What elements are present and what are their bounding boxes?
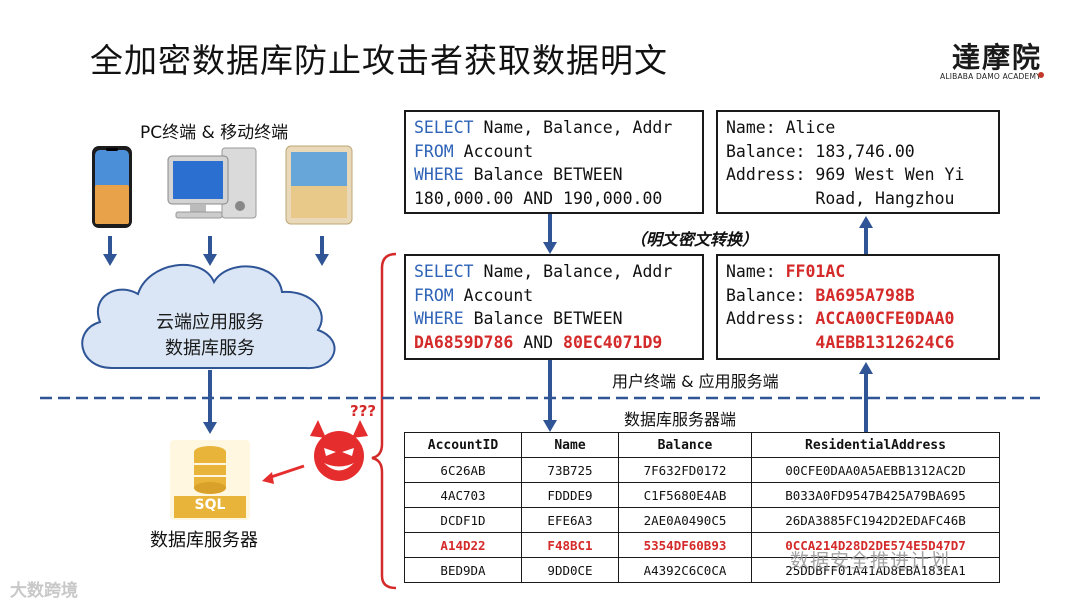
table-cell: 4AC703	[404, 482, 522, 508]
table-cell: 6C26AB	[404, 457, 522, 483]
result-line: Address: 969 West Wen Yi	[726, 165, 965, 184]
cipher-value: ACCA00CFE0DAA0	[815, 309, 955, 328]
table-cell: 73B725	[521, 457, 619, 483]
table-cell: 2AE0A0490C5	[618, 507, 752, 533]
cipher-value: FF01AC	[785, 262, 846, 281]
plaintext-query-box: SELECT Name, Balance, Addr FROM Account …	[404, 110, 704, 214]
column-header: Balance	[618, 432, 752, 458]
table-cell: 26DA3885FC1942D2EDAFC46B	[751, 507, 1000, 533]
table-row: 4AC703 FDDDE9 C1F5680E4AB B033A0FD9547B4…	[404, 482, 1000, 508]
smartphone-icon	[92, 146, 132, 228]
attacker-question-marks: ???	[350, 402, 377, 420]
result-key: Name:	[726, 262, 786, 281]
ciphertext-result-box: Name: FF01AC Balance: BA695A798B Address…	[716, 254, 1000, 360]
sql-text: 180,000.00 AND 190,000.00	[414, 188, 663, 208]
table-row: DCDF1D EFE6A3 2AE0A0490C5 26DA3885FC1942…	[404, 507, 1000, 533]
sql-text: Account	[453, 141, 534, 161]
result-key: Address:	[726, 309, 816, 328]
attack-scope-bracket	[371, 252, 397, 590]
table-cell: 5354DF60B93	[618, 532, 752, 558]
result-line: Balance: 183,746.00	[726, 141, 915, 161]
sql-keyword: FROM	[414, 141, 454, 161]
cipher-value: BA695A798B	[815, 285, 915, 305]
table-cell: 9DD0CE	[521, 557, 619, 583]
table-cell: 00CFE0DAA0A5AEBB1312AC2D	[751, 457, 1000, 483]
damo-logo-subtitle: ALIBABA DAMO ACADEMY	[940, 72, 1041, 81]
table-cell: 7F632FD0172	[618, 457, 752, 483]
column-header: ResidentialAddress	[751, 432, 1000, 458]
sql-keyword: FROM	[414, 285, 454, 305]
table-cell: 25DDBFF01A41AD8EBA183EA1	[751, 557, 1000, 583]
client-app-layer-label: 用户终端 & 应用服务端	[612, 372, 779, 391]
table-cell: EFE6A3	[521, 507, 619, 533]
watermark-right: 数据安全推进计划	[790, 550, 951, 572]
sql-label: SQL	[194, 497, 226, 513]
logo-seal-icon	[1038, 72, 1044, 78]
database-server-icon	[170, 440, 250, 520]
cipher-value: 80EC4071D9	[563, 332, 663, 352]
column-header: Name	[521, 432, 619, 458]
db-server-layer-label: 数据库服务器端	[624, 410, 737, 429]
encrypted-data-table: AccountID Name Balance ResidentialAddres…	[404, 432, 1000, 583]
sql-keyword: SELECT	[414, 118, 474, 137]
cloud-label-db-service: 数据库服务	[165, 338, 255, 359]
result-line: Name: Alice	[726, 118, 836, 137]
desktop-computer-icon	[167, 147, 257, 219]
db-server-label: 数据库服务器	[150, 530, 258, 551]
plaintext-result-box: Name: Alice Balance: 183,746.00 Address:…	[716, 110, 1000, 214]
table-row-highlighted: A14D22 F48BC1 5354DF60B93 0CCA214D28D2DE…	[404, 532, 1000, 558]
ciphertext-query-box: SELECT Name, Balance, Addr FROM Account …	[404, 254, 704, 360]
result-line: Road, Hangzhou	[726, 188, 955, 208]
sql-text: AND	[513, 332, 564, 352]
sql-keyword: WHERE	[414, 309, 464, 328]
sql-text: Balance BETWEEN	[463, 309, 623, 328]
table-cell: A14D22	[404, 532, 522, 558]
tablet-icon	[285, 145, 353, 225]
cloud-label: 云端应用服务 数据库服务	[120, 310, 300, 362]
sql-keyword: WHERE	[414, 165, 464, 184]
table-cell: 0CCA214D28D2DE574E5D47D7	[751, 532, 1000, 558]
sql-text: Balance BETWEEN	[463, 165, 623, 184]
attacker-devil-icon	[310, 420, 368, 481]
cipher-value: 4AEBB1312624C6	[815, 332, 955, 352]
table-cell: A4392C6C0CA	[618, 557, 752, 583]
cipher-value: DA6859D786	[414, 332, 514, 352]
damo-logo: 達摩院	[952, 41, 1043, 74]
cloud-shape	[81, 264, 336, 370]
sql-keyword: SELECT	[414, 262, 474, 281]
table-cell: B033A0FD9547B425A79BA695	[751, 482, 1000, 508]
table-cell: DCDF1D	[404, 507, 522, 533]
table-cell: F48BC1	[521, 532, 619, 558]
table-cell: BED9DA	[404, 557, 522, 583]
table-row: BED9DA 9DD0CE A4392C6C0CA 25DDBFF01A41AD…	[404, 557, 1000, 583]
sql-text: Name, Balance, Addr	[473, 118, 673, 137]
table-cell: C1F5680E4AB	[618, 482, 752, 508]
table-row: 6C26AB 73B725 7F632FD0172 00CFE0DAA0A5AE…	[404, 457, 1000, 483]
result-key	[726, 333, 815, 352]
sql-text: Name, Balance, Addr	[473, 262, 673, 281]
watermark-left: 大数跨境	[10, 581, 78, 601]
column-header: AccountID	[404, 432, 522, 458]
client-devices-label: PC终端 & 移动终端	[140, 123, 289, 143]
conversion-label: （明文密文转换）	[630, 230, 759, 249]
page-title: 全加密数据库防止攻击者获取数据明文	[90, 41, 668, 80]
table-header-row: AccountID Name Balance ResidentialAddres…	[404, 432, 1000, 458]
result-key: Balance:	[726, 285, 816, 305]
table-cell: FDDDE9	[521, 482, 619, 508]
sql-text: Account	[453, 285, 534, 305]
cloud-label-app-service: 云端应用服务	[156, 312, 264, 333]
